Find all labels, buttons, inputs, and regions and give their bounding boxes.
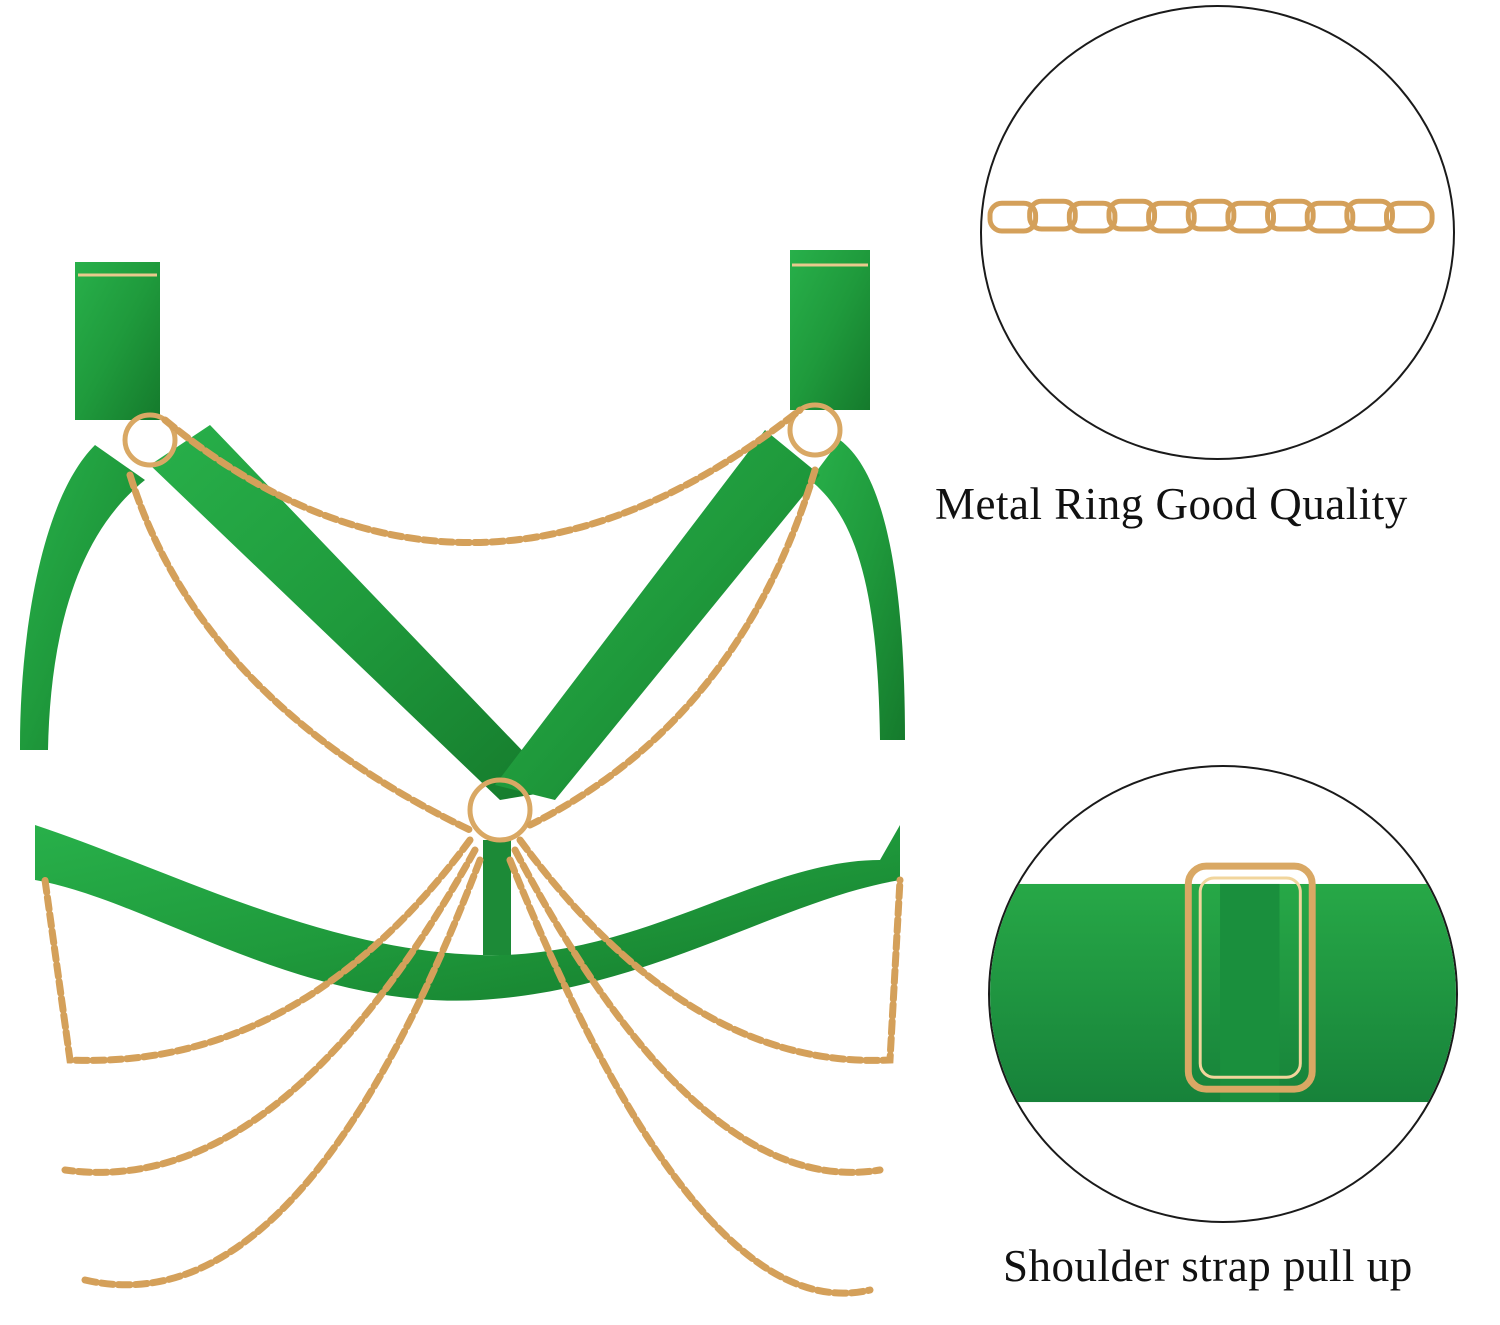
- chains: [41, 406, 904, 1297]
- strap-detail-circle: [988, 765, 1458, 1223]
- chain-detail-circle: [980, 5, 1455, 460]
- center-strap: [483, 840, 511, 955]
- v-strap-left: [150, 425, 560, 800]
- side-strap-left: [20, 445, 145, 750]
- underbust-band: [35, 825, 900, 1001]
- shoulder-strap-right: [790, 250, 870, 410]
- strap-detail-caption: Shoulder strap pull up: [1003, 1241, 1413, 1291]
- metal-ring-left: [122, 412, 178, 468]
- side-strap-right: [810, 440, 905, 740]
- v-strap-right: [495, 430, 820, 800]
- strap-slider-image: [990, 862, 1456, 1103]
- chain-detail-caption: Metal Ring Good Quality: [935, 479, 1408, 529]
- chain-closeup-image: [987, 198, 1435, 234]
- shoulder-strap-left: [75, 262, 160, 420]
- metal-ring-right: [787, 402, 843, 458]
- product-photo: [20, 250, 905, 1297]
- metal-ring-center: [467, 777, 533, 843]
